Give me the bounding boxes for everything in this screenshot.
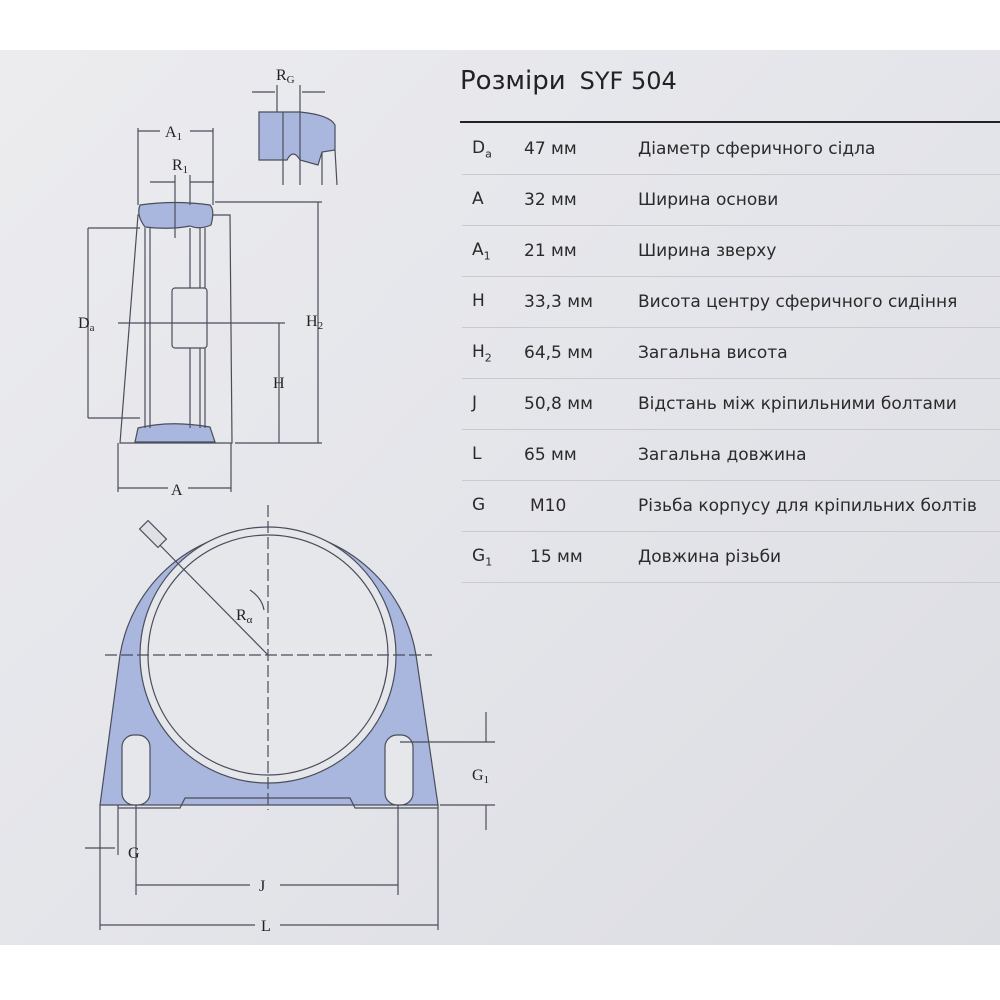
- symbol: H: [462, 276, 524, 328]
- label-ra: Rα: [236, 607, 253, 626]
- value: 64,5 мм: [524, 327, 638, 379]
- label-g1: G1: [472, 767, 489, 786]
- symbol: G: [462, 480, 524, 532]
- label-rg: RG: [276, 67, 295, 86]
- description: Загальна висота: [638, 327, 1000, 379]
- label-h: H: [273, 375, 285, 392]
- symbol: A: [462, 174, 524, 226]
- label-g: G: [128, 845, 140, 862]
- symbol: A1: [462, 225, 524, 277]
- symbol: L: [462, 429, 524, 481]
- value: 33,3 мм: [524, 276, 638, 328]
- value: 65 мм: [524, 429, 638, 481]
- value: 21 мм: [524, 225, 638, 277]
- description: Довжина різьби: [638, 531, 1000, 583]
- symbol: J: [462, 378, 524, 430]
- symbol: Da: [462, 124, 524, 175]
- thread-detail-view: [252, 85, 338, 186]
- label-r1: R1: [172, 157, 188, 176]
- symbol: G1: [462, 531, 524, 583]
- description: Відстань між кріпильними болтами: [638, 378, 1000, 430]
- value: 15 мм: [524, 531, 638, 583]
- label-l: L: [261, 918, 271, 935]
- description: Діаметр сферичного сідла: [638, 124, 1000, 175]
- label-a: A: [171, 482, 183, 499]
- model-name: SYF 504: [579, 67, 677, 95]
- value: 32 мм: [524, 174, 638, 226]
- label-h2: H2: [306, 313, 323, 332]
- description: Різьба корпусу для кріпильних болтів: [638, 480, 1000, 532]
- value: M10: [524, 480, 638, 532]
- front-view: [85, 505, 495, 930]
- label-j: J: [259, 878, 265, 895]
- divider: [460, 121, 1000, 123]
- value: 50,8 мм: [524, 378, 638, 430]
- description: Ширина основи: [638, 174, 1000, 226]
- label-a1: A1: [165, 124, 182, 143]
- description: Загальна довжина: [638, 429, 1000, 481]
- value: 47 мм: [524, 124, 638, 175]
- side-view: [87, 128, 322, 492]
- label-da: Da: [78, 315, 95, 334]
- dimension-labels: RG A1 R1 Da H H2 A Rα G1 G J L: [78, 67, 489, 935]
- symbol: H2: [462, 327, 524, 379]
- description: Висота центру сферичного сидіння: [638, 276, 1000, 328]
- description: Ширина зверху: [638, 225, 1000, 277]
